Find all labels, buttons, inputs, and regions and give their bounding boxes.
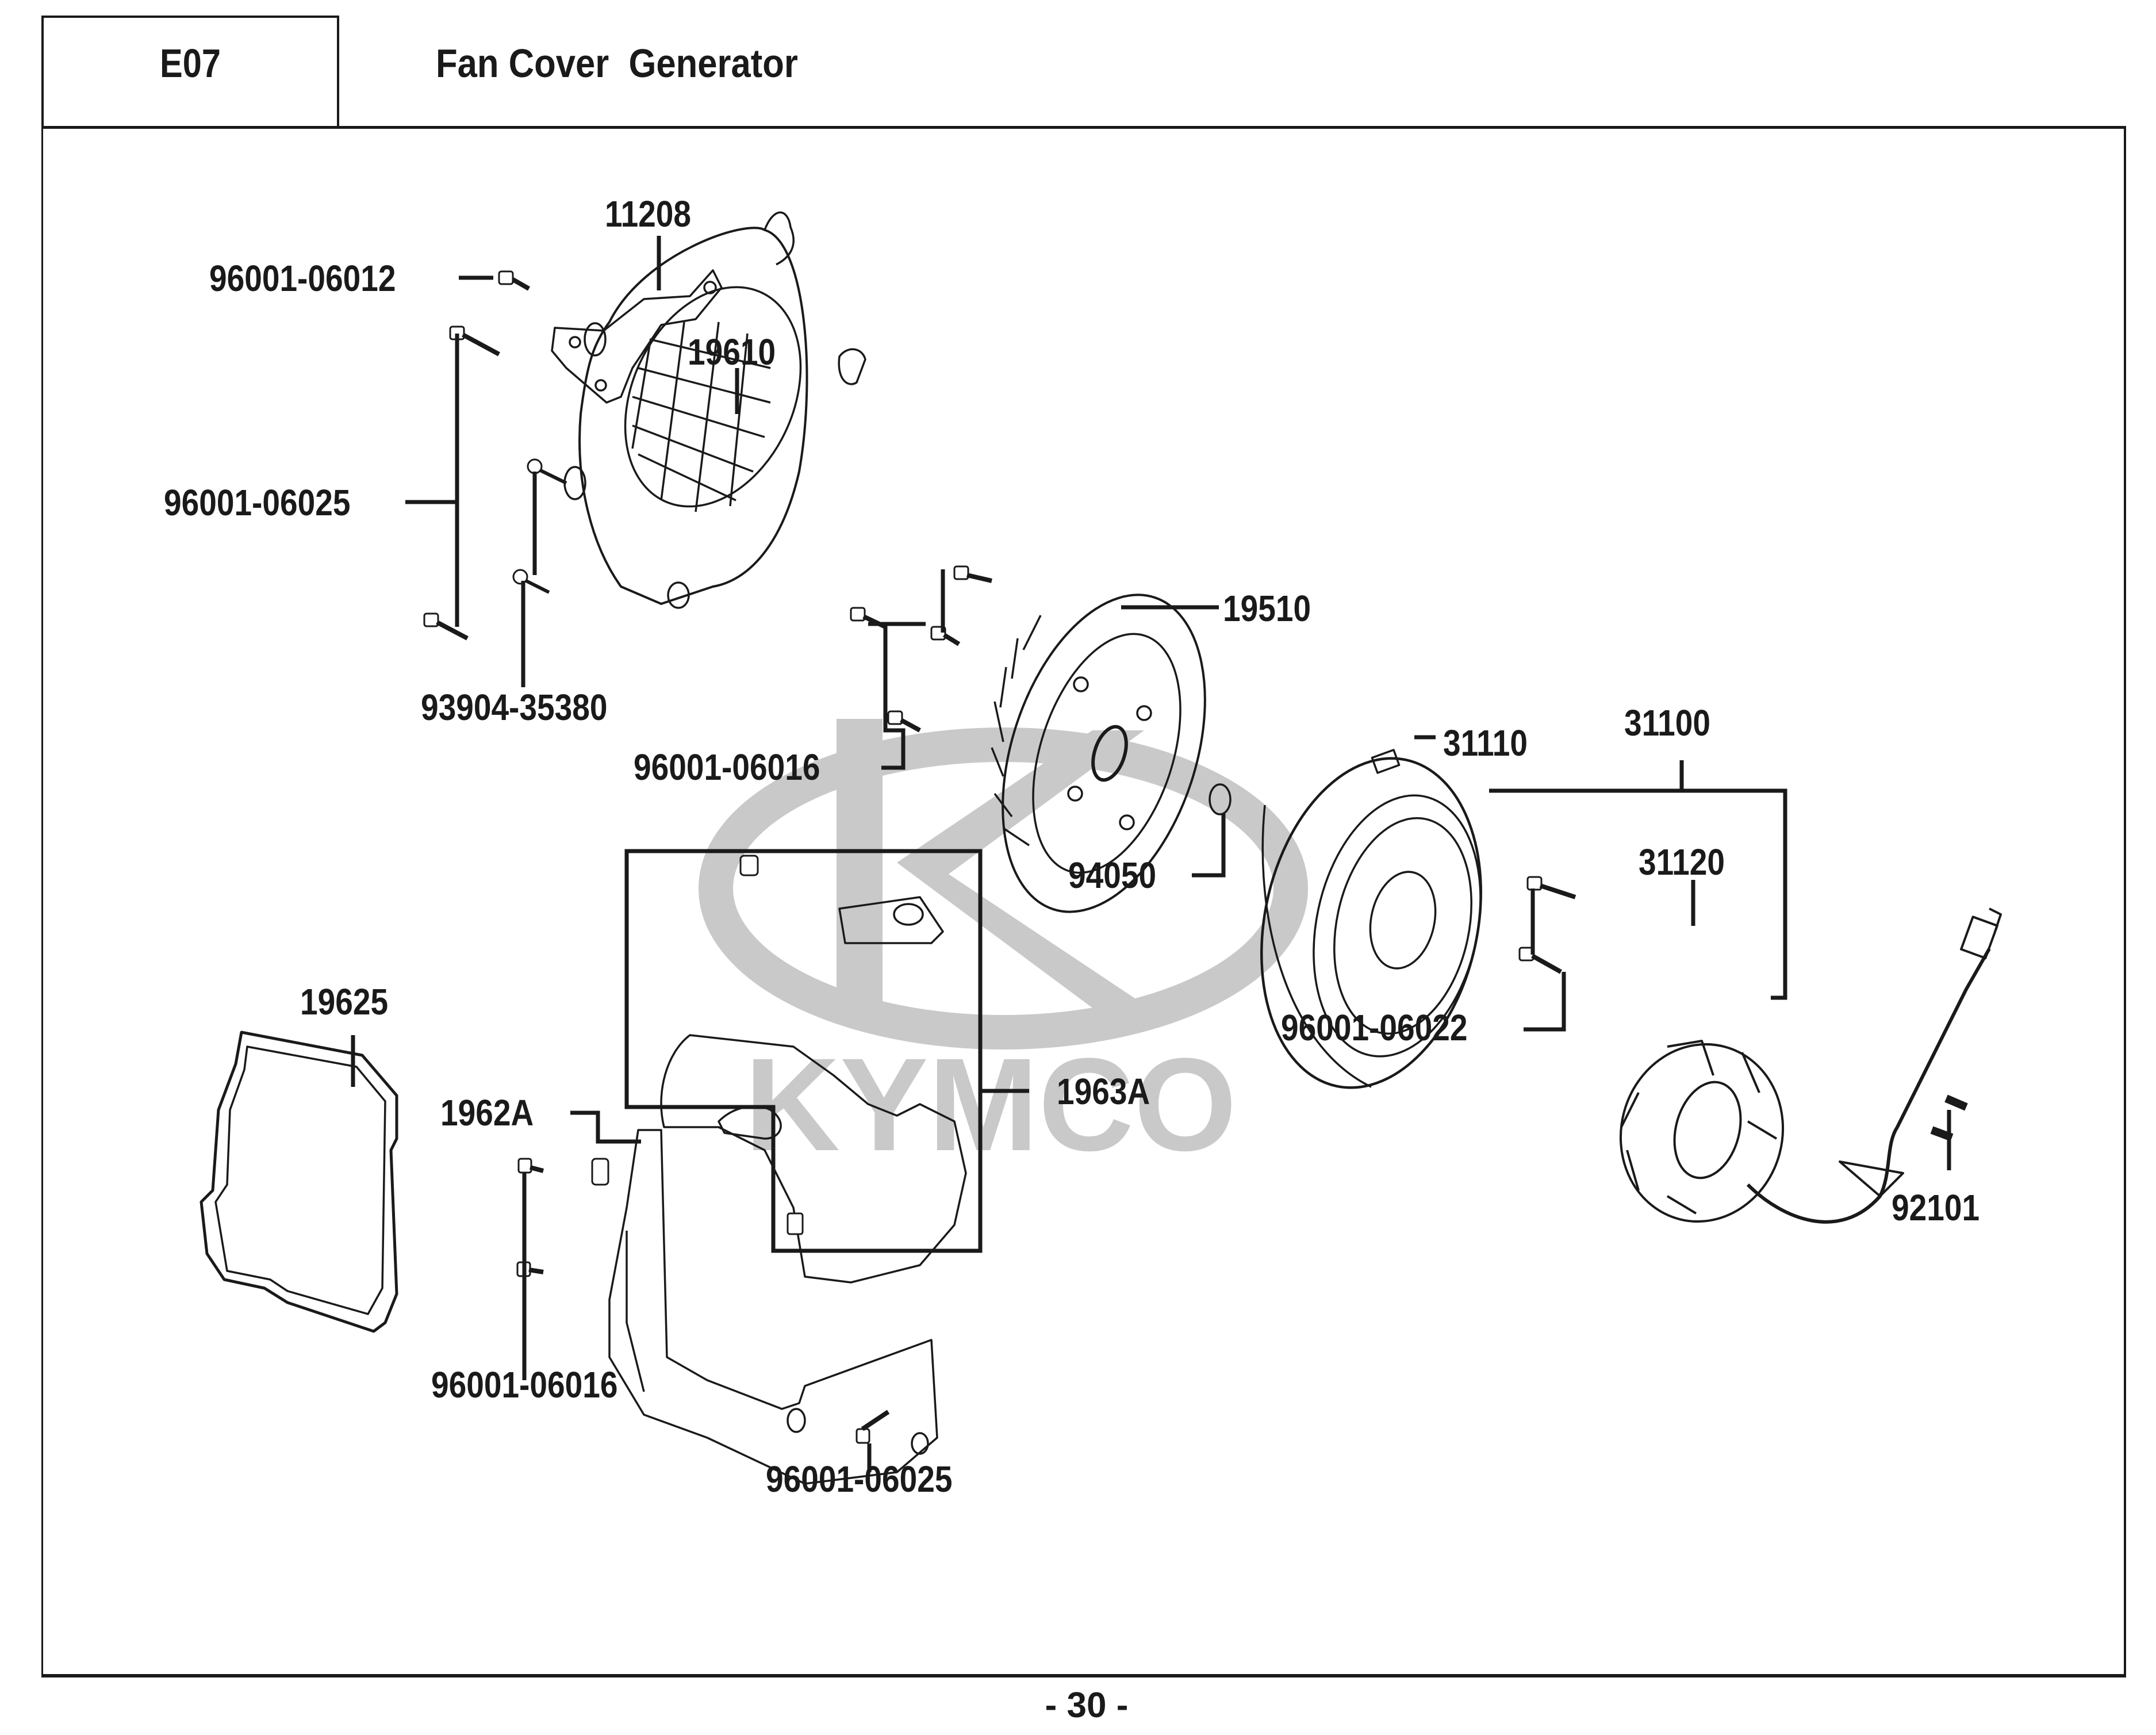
- part-label-96001-06025-a[interactable]: 96001-06025: [164, 482, 351, 523]
- clip-icon: [787, 1212, 804, 1235]
- part-label-11208[interactable]: 11208: [605, 193, 692, 235]
- part-label-1963A[interactable]: 1963A: [1057, 1071, 1150, 1112]
- clip-icon: [591, 1158, 609, 1186]
- bolt-icon: [1518, 947, 1562, 974]
- part-label-31100[interactable]: 31100: [1624, 702, 1711, 744]
- bolt-icon: [423, 612, 469, 641]
- nut-94050: [1209, 783, 1232, 815]
- part-label-19510[interactable]: 19510: [1223, 588, 1311, 629]
- screw-icon: [512, 569, 550, 594]
- gasket-19625: [200, 1031, 398, 1333]
- page-number: - 30 -: [1045, 1686, 1129, 1725]
- bolt-icon: [516, 1261, 544, 1277]
- part-label-96001-06022[interactable]: 96001-06022: [1281, 1007, 1468, 1048]
- part-label-96001-06012[interactable]: 96001-06012: [209, 258, 396, 299]
- bolt-icon: [856, 1410, 890, 1444]
- part-label-96001-06016-a[interactable]: 96001-06016: [634, 746, 820, 788]
- bolt-icon: [887, 710, 921, 733]
- part-label-92101[interactable]: 92101: [1892, 1187, 1980, 1228]
- part-label-93904-35380[interactable]: 93904-35380: [421, 687, 608, 728]
- leader-lines: [351, 236, 1951, 1472]
- section-code: E07: [160, 41, 221, 86]
- bolt-icon: [517, 1158, 544, 1174]
- clip-icon: [739, 855, 759, 876]
- flywheel-31110: [1260, 749, 1482, 1089]
- watermark-text: KYMCO: [745, 1031, 1237, 1178]
- kymco-watermark-logo: KYMCO: [699, 719, 1308, 1178]
- lower-shroud: [608, 1129, 938, 1485]
- bracket-11208: [551, 269, 723, 404]
- cooling-fan-19510: [991, 593, 1206, 913]
- stator-31120: [1619, 907, 2002, 1224]
- screw-icon: [1944, 1094, 1968, 1111]
- part-label-19625[interactable]: 19625: [300, 981, 389, 1022]
- fasteners: [423, 270, 1968, 1444]
- part-label-96001-06025-b[interactable]: 96001-06025: [766, 1458, 953, 1500]
- bolt-icon: [930, 626, 961, 646]
- header-divider: [41, 126, 2126, 129]
- section-code-cell: [41, 16, 339, 127]
- diagram-frame: [41, 127, 2126, 1677]
- part-label-31120[interactable]: 31120: [1639, 841, 1725, 883]
- page-title: Fan Cover Generator: [436, 41, 798, 86]
- part-label-96001-06016-b[interactable]: 96001-06016: [431, 1364, 618, 1405]
- part-label-1962A[interactable]: 1962A: [440, 1092, 534, 1133]
- part-label-19610[interactable]: 19610: [688, 331, 776, 373]
- bolt-icon: [498, 270, 530, 291]
- part-label-94050[interactable]: 94050: [1068, 855, 1157, 896]
- bolt-icon: [953, 565, 992, 583]
- part-label-31110[interactable]: 31110: [1443, 722, 1528, 764]
- fan-cover-19610: [563, 211, 866, 609]
